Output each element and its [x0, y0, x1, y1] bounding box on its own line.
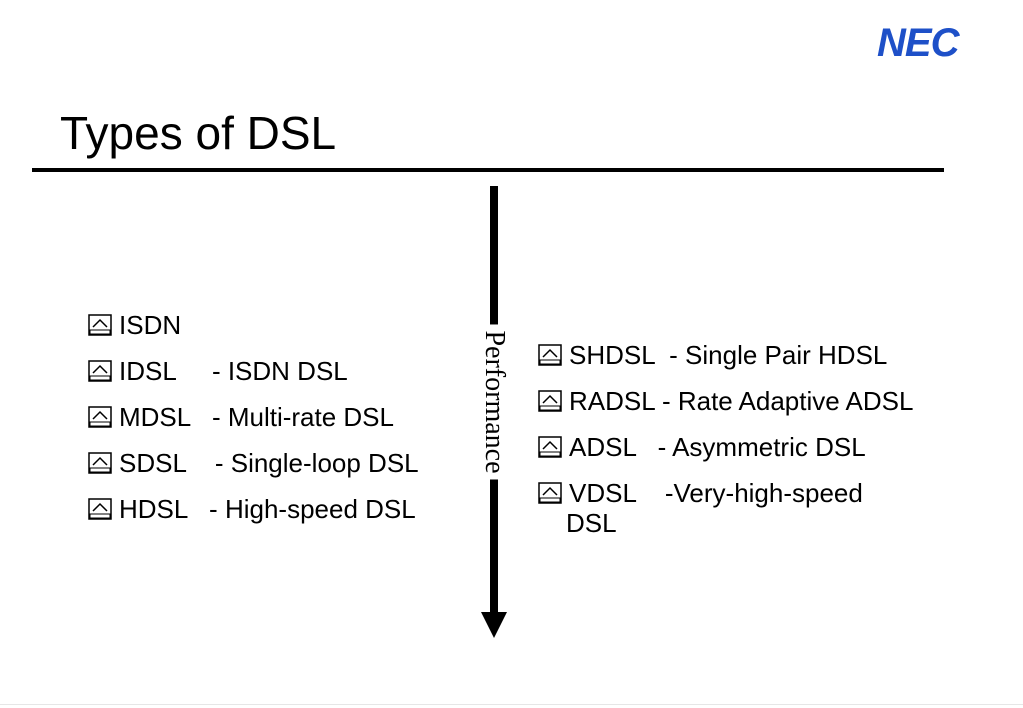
- arrow-down-icon: [481, 612, 507, 638]
- dsl-item-hdsl: HDSL - High-speed DSL: [88, 486, 488, 532]
- checkbox-caret-icon: [538, 482, 562, 504]
- dsl-item-text: HDSL - High-speed DSL: [119, 494, 416, 524]
- dsl-item-text: MDSL - Multi-rate DSL: [119, 402, 394, 432]
- checkbox-caret-icon: [88, 498, 112, 520]
- checkbox-caret-icon: [88, 452, 112, 474]
- dsl-item-shdsl: SHDSL - Single Pair HDSL: [538, 332, 998, 378]
- dsl-item-text: SHDSL - Single Pair HDSL: [569, 340, 888, 370]
- dsl-item-idsl: IDSL - ISDN DSL: [88, 348, 488, 394]
- title-underline: [32, 168, 944, 172]
- checkbox-caret-icon: [538, 436, 562, 458]
- dsl-item-text: RADSL - Rate Adaptive ADSL: [569, 386, 914, 416]
- dsl-item-text-continuation: DSL: [566, 508, 617, 538]
- dsl-item-sdsl: SDSL - Single-loop DSL: [88, 440, 488, 486]
- dsl-item-text: IDSL - ISDN DSL: [119, 356, 348, 386]
- right-dsl-list: SHDSL - Single Pair HDSL RADSL - Rate Ada…: [538, 332, 998, 538]
- dsl-item-text: ADSL - Asymmetric DSL: [569, 432, 866, 462]
- checkbox-caret-icon: [88, 360, 112, 382]
- nec-logo: NEC: [877, 22, 962, 62]
- left-dsl-list: ISDN IDSL - ISDN DSL MDSL - Multi-rate DSL…: [88, 302, 488, 532]
- slide-title: Types of DSL: [60, 107, 337, 159]
- logo-text: NEC: [877, 22, 961, 62]
- dsl-item-isdn: ISDN: [88, 302, 488, 348]
- dsl-item-text: VDSL -Very-high-speed: [569, 478, 863, 508]
- slide-bottom-border: [0, 704, 1023, 705]
- dsl-item-text: SDSL - Single-loop DSL: [119, 448, 419, 478]
- performance-label: Performance: [476, 324, 512, 480]
- checkbox-caret-icon: [538, 390, 562, 412]
- dsl-item-radsl: RADSL - Rate Adaptive ADSL: [538, 378, 998, 424]
- checkbox-caret-icon: [88, 314, 112, 336]
- checkbox-caret-icon: [88, 406, 112, 428]
- dsl-item-mdsl: MDSL - Multi-rate DSL: [88, 394, 488, 440]
- dsl-item-adsl: ADSL - Asymmetric DSL: [538, 424, 998, 470]
- checkbox-caret-icon: [538, 344, 562, 366]
- dsl-item-text: ISDN: [119, 310, 182, 340]
